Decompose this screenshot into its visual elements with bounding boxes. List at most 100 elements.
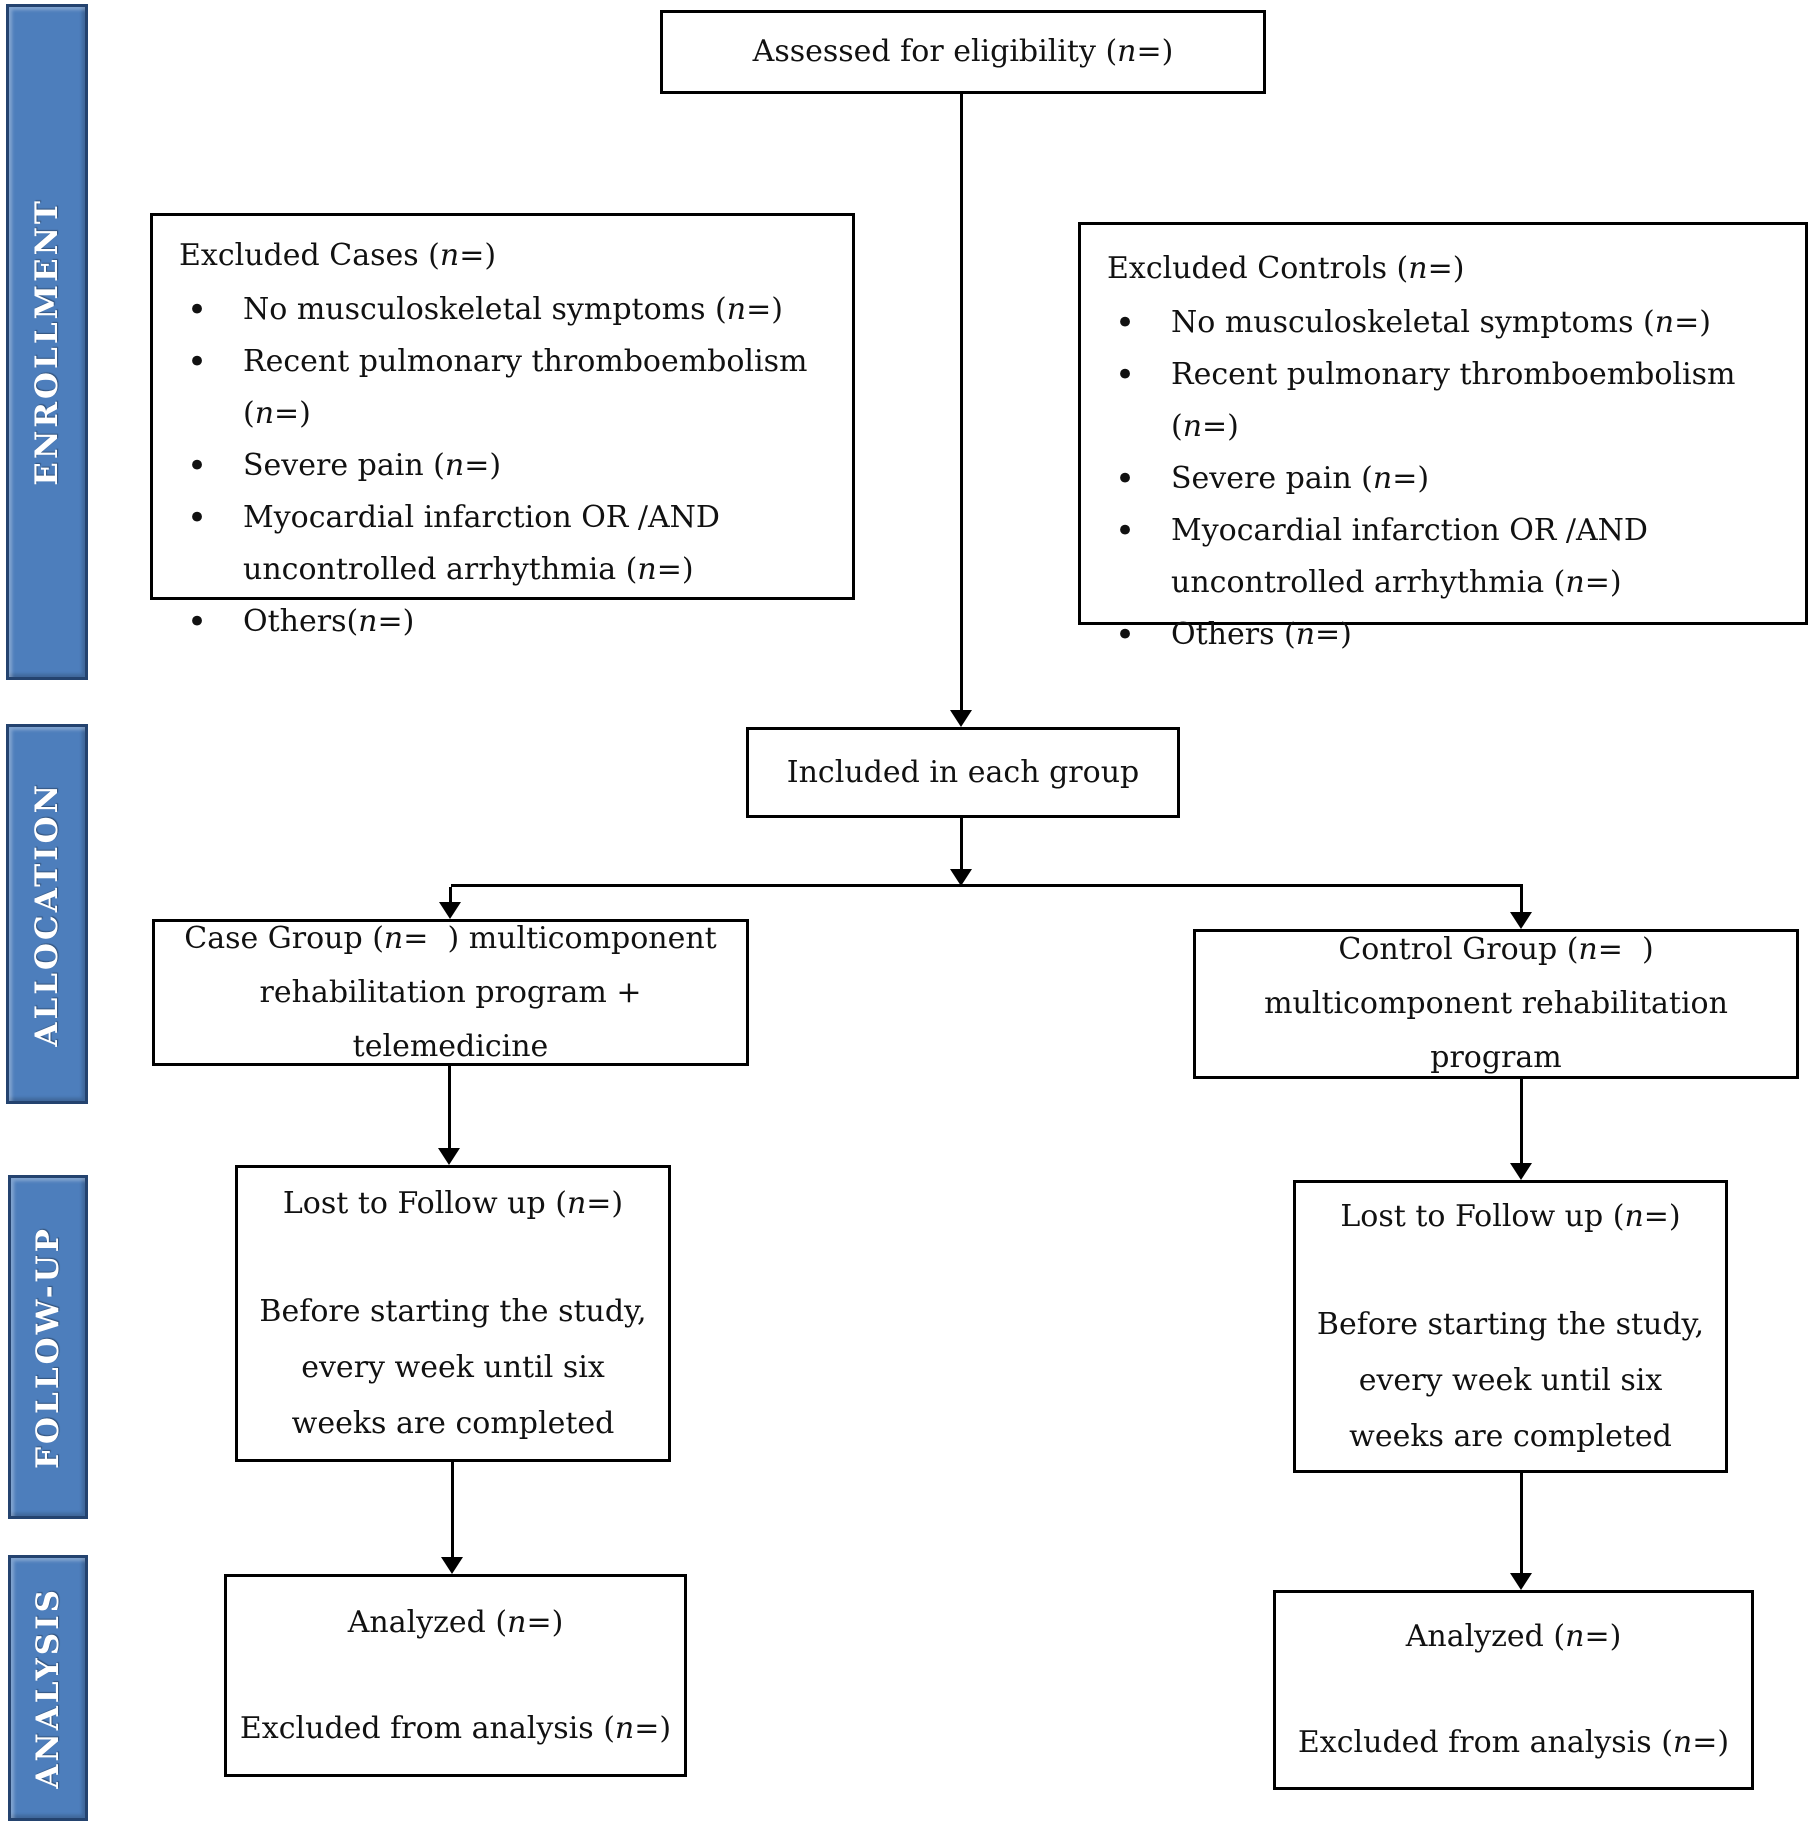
excluded-controls-title: Excluded Controls (n=) [1081, 243, 1785, 295]
n-variable: n [1182, 409, 1203, 444]
excluded-cases-title: Excluded Cases (n=) [153, 230, 832, 282]
phase-banner-analysis: ANALYSIS [8, 1555, 88, 1821]
box-case-group: Case Group (n= ) multicomponent rehabili… [152, 919, 749, 1066]
phase-banner-enrollment: ENROLLMENT [6, 4, 88, 680]
arrowhead-down-icon [1510, 1573, 1532, 1590]
label-part: Severe pain ( [243, 448, 445, 483]
bullet-item: Recent pulmonary thromboembolism (n=) [1081, 349, 1785, 453]
connector-control-to-followup [1520, 1079, 1523, 1165]
label-part: =) [459, 238, 497, 273]
label-part: =) [1643, 1198, 1681, 1234]
box-lost-to-follow-up-control: Lost to Follow up (n=) Before starting t… [1293, 1180, 1728, 1473]
label-part: =) [1692, 1725, 1730, 1760]
label-part: =) [1584, 1619, 1622, 1654]
label-part: Myocardial infarction OR /AND uncontroll… [243, 500, 720, 587]
label-part: Control Group ( [1338, 932, 1579, 967]
lost-body: Before starting the study, every week un… [259, 1293, 647, 1441]
box-label: Included in each group [786, 754, 1140, 790]
arrowhead-down-icon [441, 1557, 463, 1574]
label-part: Lost to Follow up ( [282, 1185, 567, 1221]
bullet-item: Myocardial infarction OR /AND uncontroll… [1081, 505, 1785, 609]
phase-banner-follow-up: FOLLOW-UP [8, 1175, 88, 1519]
label-part: = ) multicomponent rehabilitation progra… [259, 920, 717, 1064]
label-part: Analyzed ( [347, 1604, 508, 1640]
excluded-from-analysis-line: Excluded from analysis (n=) [1298, 1716, 1729, 1770]
phase-banner-label: ALLOCATION [29, 781, 65, 1047]
n-variable: n [507, 1604, 527, 1640]
box-excluded-cases: Excluded Cases (n=) No musculoskeletal s… [150, 213, 855, 648]
arrowhead-down-icon [439, 902, 461, 919]
label-part: =) [586, 1185, 624, 1221]
connector-followup-to-analysis-case [451, 1462, 454, 1558]
connector-allocation-split [451, 884, 1523, 887]
bullet-item: No musculoskeletal symptoms (n=) [1081, 297, 1785, 349]
n-variable: n [1117, 34, 1137, 69]
label-part: Lost to Follow up ( [1340, 1198, 1625, 1234]
label-part: =) [1584, 565, 1622, 600]
bullet-item: No musculoskeletal symptoms (n=) [153, 284, 832, 336]
phase-banner-label: ANALYSIS [30, 1587, 66, 1789]
label-part: Excluded Controls ( [1107, 251, 1409, 286]
label-part: =) [464, 448, 502, 483]
lost-body: Before starting the study, every week un… [1316, 1306, 1705, 1454]
n-variable: n [444, 448, 465, 483]
label-part: Case Group ( [184, 920, 384, 956]
n-variable: n [254, 396, 275, 431]
phase-banner-allocation: ALLOCATION [6, 724, 88, 1104]
label-part: =) [377, 604, 415, 639]
n-variable: n [726, 292, 747, 327]
n-variable: n [637, 552, 657, 587]
bullet-item: Recent pulmonary thromboembolism (n=) [153, 336, 832, 440]
n-variable: n [566, 1185, 587, 1221]
label-part: Excluded from analysis ( [239, 1710, 615, 1746]
box-label: Control Group (n= ) multicomponent rehab… [1214, 923, 1778, 1085]
box-control-group: Control Group (n= ) multicomponent rehab… [1193, 929, 1799, 1079]
analyzed-line: Analyzed (n=) [348, 1596, 564, 1650]
label-part: =) [634, 1710, 672, 1746]
excluded-controls-list: No musculoskeletal symptoms (n=) Recent … [1081, 297, 1785, 661]
label-part: Recent pulmonary thromboembolism ( [1171, 357, 1736, 444]
label-part: =) [274, 396, 311, 431]
label-part: Recent pulmonary thromboembolism ( [243, 344, 808, 431]
connector-split-to-case-group [449, 887, 452, 904]
label-part: =) [1315, 617, 1352, 652]
arrowhead-down-icon [950, 710, 972, 727]
n-variable: n [1295, 617, 1316, 652]
n-variable: n [1672, 1725, 1693, 1760]
bullet-item: Others (n=) [1081, 609, 1785, 661]
n-variable: n [439, 238, 460, 273]
lost-title: Lost to Follow up (n=) [283, 1176, 623, 1232]
n-variable: n [1372, 461, 1393, 496]
connector-case-to-followup [448, 1066, 451, 1150]
label-part: No musculoskeletal symptoms ( [243, 292, 727, 327]
phase-banner-label: FOLLOW-UP [30, 1225, 66, 1469]
label-part: Severe pain ( [1171, 461, 1373, 496]
label-part: Myocardial infarction OR /AND uncontroll… [1171, 513, 1648, 600]
box-excluded-controls: Excluded Controls (n=) No musculoskeleta… [1078, 222, 1808, 661]
label-part: =) [656, 552, 694, 587]
label-part: =) [1427, 251, 1465, 286]
analyzed-line: Analyzed (n=) [1406, 1610, 1622, 1664]
n-variable: n [1565, 1619, 1585, 1654]
label-part: =) [1202, 409, 1239, 444]
arrowhead-down-icon [1510, 1163, 1532, 1180]
label-part: No musculoskeletal symptoms ( [1171, 305, 1655, 340]
phase-banner-label: ENROLLMENT [29, 198, 65, 486]
n-variable: n [1408, 251, 1428, 286]
label-part: Others( [243, 604, 359, 639]
excluded-cases-list: No musculoskeletal symptoms (n=) Recent … [153, 284, 832, 648]
box-analyzed-case: Analyzed (n=) Excluded from analysis ( n =… [224, 1574, 687, 1777]
connector-followup-to-analysis-control [1520, 1473, 1523, 1575]
n-variable: n [358, 604, 378, 639]
n-variable: n [1578, 932, 1598, 967]
label-part: =) [746, 292, 783, 327]
box-label: Case Group (n= ) multicomponent rehabili… [173, 912, 728, 1074]
n-variable: n [1565, 565, 1585, 600]
box-lost-to-follow-up-case: Lost to Follow up (n=) Before starting t… [235, 1165, 671, 1462]
connector-included-to-split [960, 818, 963, 872]
n-variable: n [1624, 1198, 1644, 1234]
box-analyzed-control: Analyzed (n=) Excluded from analysis (n=… [1273, 1590, 1754, 1790]
label-part: Assessed for eligibility ( [752, 34, 1118, 69]
n-variable: n [383, 920, 404, 956]
